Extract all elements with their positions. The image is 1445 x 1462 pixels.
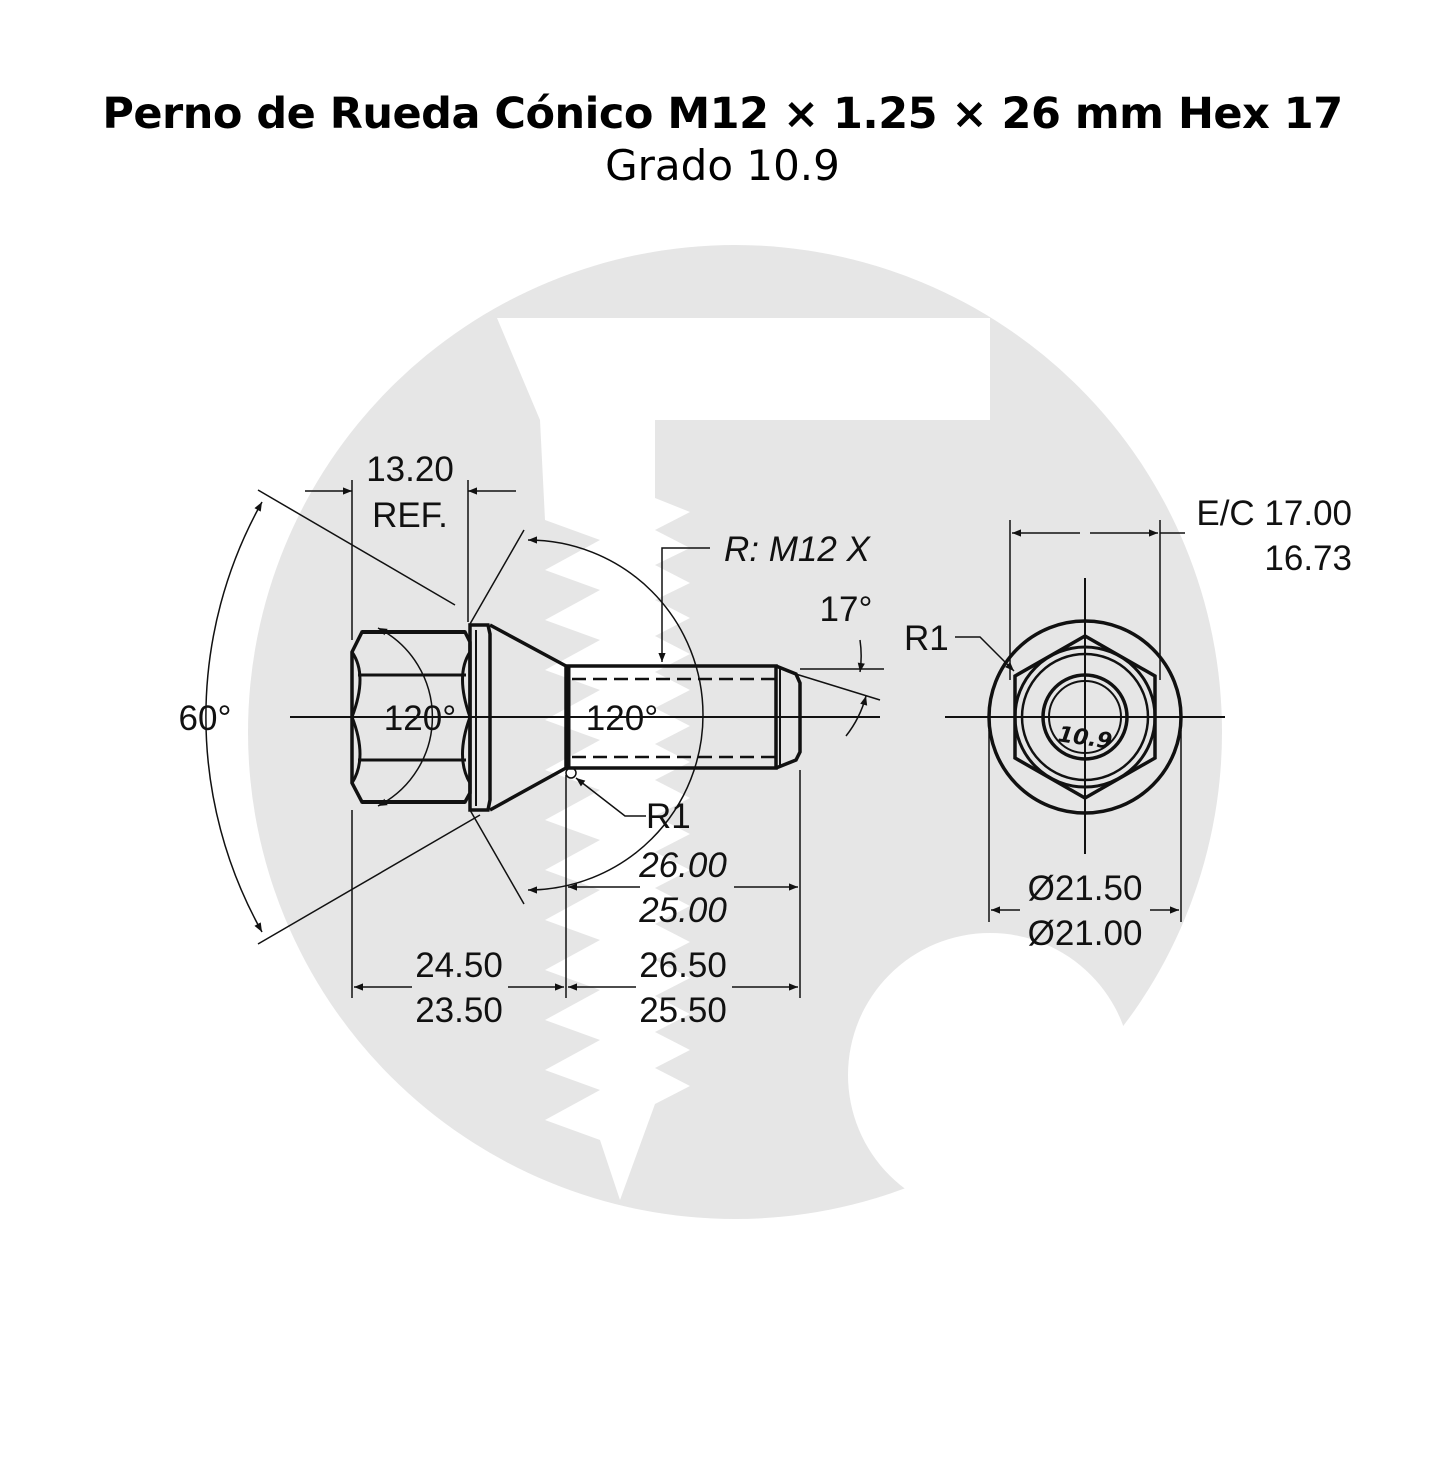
shank-length-min: 25.50 [639,991,727,1030]
title-block: Perno de Rueda Cónico M12 × 1.25 × 26 mm… [0,88,1445,192]
fillet-side-label: R1 [646,797,691,836]
hex-outline [1013,633,1157,801]
side-view [205,480,884,998]
across-flats-min: 16.73 [1264,539,1352,578]
drawing-title: Perno de Rueda Cónico M12 × 1.25 × 26 mm… [102,89,1343,139]
thread-length-min: 25.00 [638,891,727,930]
head-length-max: 24.50 [415,946,503,985]
flange-circle [987,619,1183,815]
head-width-value: 13.20 [366,450,454,489]
thread-length-max: 26.00 [638,846,727,885]
end-view [945,520,1225,922]
across-flats-label: E/C 17.00 [1196,494,1352,533]
tip-angle-label: 17° [820,590,873,629]
head-length-min: 23.50 [415,991,503,1030]
drawing-subtitle: Grado 10.9 [605,141,840,190]
shank-length-max: 26.50 [639,946,727,985]
hex-angle-left-label: 120° [384,699,456,738]
flange-diameter-max: Ø21.50 [1028,869,1143,908]
thread-callout: R: M12 X [724,530,872,569]
shank-outline [566,664,778,770]
head-width-note: REF. [372,496,448,535]
fillet-end-label: R1 [904,619,949,658]
flange-diameter-min: Ø21.00 [1028,914,1143,953]
watermark-logo [248,245,1222,1219]
cone-angle-label: 60° [179,699,232,738]
hex-angle-right-label: 120° [586,699,658,738]
